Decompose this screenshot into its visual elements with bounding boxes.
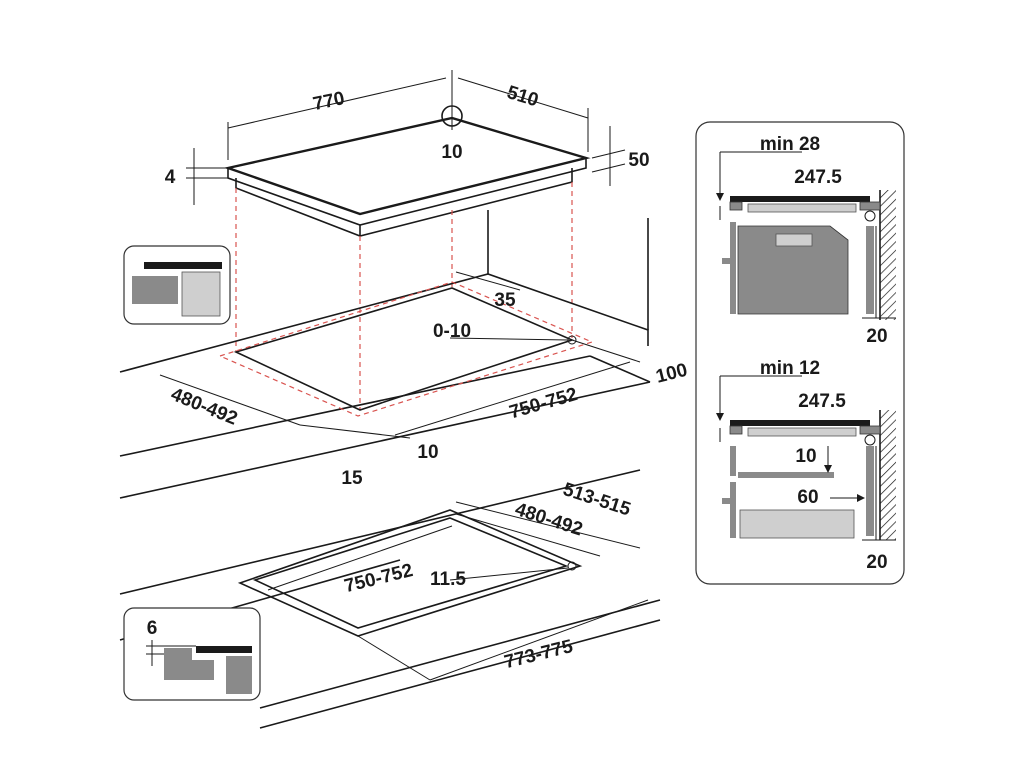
hob-corner-marker (441, 70, 463, 130)
drawer-horizontal-gap-label: 60 (797, 487, 818, 508)
cutout-dimension-lines (159, 271, 641, 439)
hob-outline (223, 116, 591, 237)
hob-height-label: 50 (628, 150, 649, 171)
drawer-distance-label: 247.5 (798, 391, 846, 412)
outer-depth-label: 513-515 (560, 479, 633, 521)
cutout-width-label: 750-752 (507, 384, 580, 423)
hob-dimension-lines (186, 77, 626, 205)
drawer-wall-gap-label: 20 (866, 552, 887, 573)
flush-radius-label: 11.5 (430, 569, 466, 590)
glass-thickness-label: 4 (165, 167, 176, 188)
back-offset-label: 35 (494, 290, 516, 311)
cutout-radius-label: 0-10 (433, 321, 471, 342)
flush-dimension-lines (267, 501, 649, 681)
hob-depth-label: 510 (504, 82, 540, 111)
inner-depth-label: 480-492 (512, 499, 585, 541)
outer-width-label: 773-775 (502, 636, 575, 673)
inset-standard-mount (123, 245, 231, 325)
projection-lines (235, 182, 573, 410)
oven-distance-label: 247.5 (794, 167, 842, 188)
section-drawer (716, 375, 896, 541)
oven-wall-gap-label: 20 (866, 326, 887, 347)
section-oven (716, 151, 896, 320)
rebate-depth-label: 6 (147, 618, 158, 639)
worktop-standard (119, 210, 651, 499)
wall-gap-label: 100 (654, 360, 690, 388)
oven-min-label: min 28 (760, 134, 820, 155)
side-margin-label: 10 (417, 442, 438, 463)
hob-corner-radius-label: 10 (441, 142, 462, 163)
drawer-min-label: min 12 (760, 358, 820, 379)
inset-flush-mount (123, 607, 261, 701)
drawer-vertical-gap-label: 10 (795, 446, 816, 467)
front-margin-label: 15 (341, 468, 363, 489)
hob-width-label: 770 (311, 88, 346, 115)
